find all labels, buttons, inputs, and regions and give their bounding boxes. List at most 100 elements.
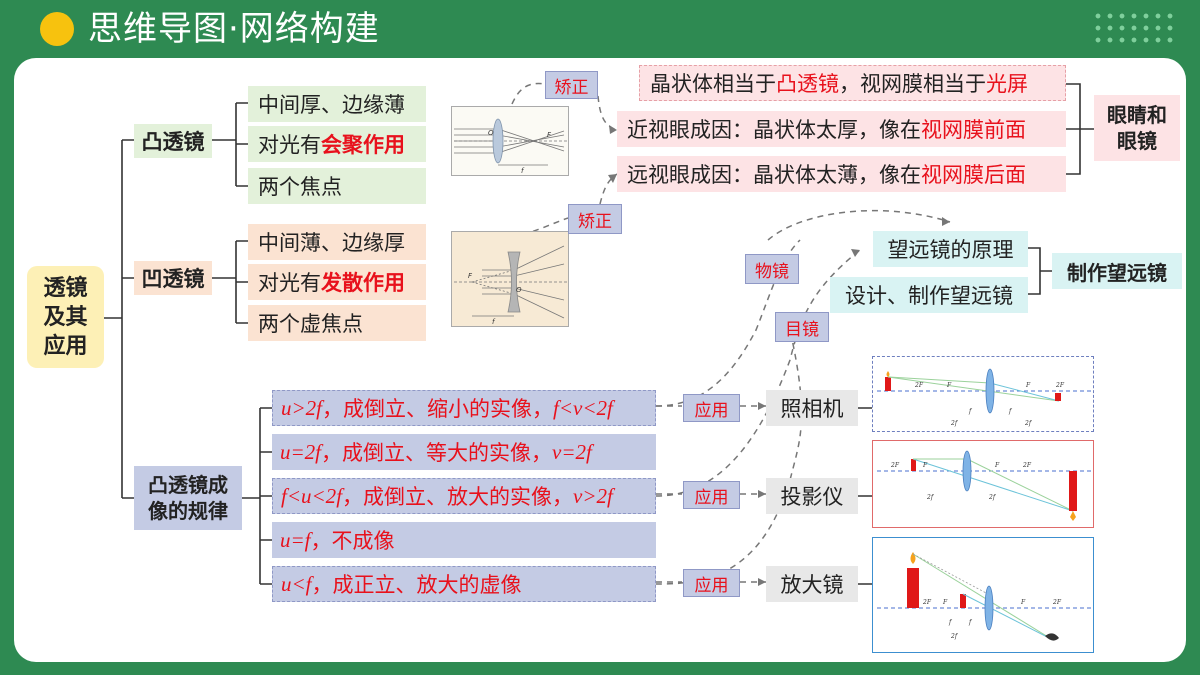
telescope-principle: 望远镜的原理 <box>873 231 1028 267</box>
concave-bracket <box>212 240 248 324</box>
camera-f-dist-2: f <box>1008 408 1013 415</box>
eye-fact-1-a: 晶状体相当于 <box>650 72 776 96</box>
convex-property-3: 两个焦点 <box>248 168 426 204</box>
projector-node: 投影仪 <box>766 478 858 514</box>
application-tag-camera: 应用 <box>683 394 740 422</box>
camera-f-dist-1: f <box>968 408 973 415</box>
application-tag-magnifier-text: 应用 <box>694 575 729 596</box>
magnifier-f-dist-1: f <box>948 619 953 626</box>
projector-2f-right: 2F <box>1022 462 1032 469</box>
camera-f-right: F <box>1025 382 1031 389</box>
application-tag-projector: 应用 <box>683 481 740 509</box>
rules-bracket <box>242 407 272 585</box>
magnifier-f-right: F <box>1020 599 1026 606</box>
convex-lens-label: 凸透镜 <box>141 130 205 154</box>
concave-property-2-prefix: 对光有 <box>258 271 321 295</box>
convex-diagram-f-dist: f <box>521 167 525 175</box>
convex-property-1-text: 中间厚、边缘薄 <box>258 93 405 117</box>
magnifier-node: 放大镜 <box>766 566 858 602</box>
eyepiece-lens-tag-text: 目镜 <box>785 319 819 340</box>
magnifier-f-left: F <box>942 599 948 606</box>
concave-lens-label: 凹透镜 <box>141 267 205 291</box>
camera-2f-dist-2: 2f <box>1024 420 1033 427</box>
projector-2f-dist-2: 2f <box>988 494 997 501</box>
concave-diagram-f: F <box>468 272 473 280</box>
eye-fact-myopia-b: 视网膜前面 <box>921 118 1026 142</box>
camera-ray-diagram: 2F F F 2F f f 2f 2f <box>872 356 1094 432</box>
concave-diagram-o: O <box>516 286 522 294</box>
telescope-node-label: 制作望远镜 <box>1067 260 1167 285</box>
app-to-image-lines <box>858 407 872 585</box>
decorative-dot-grid <box>1092 10 1176 48</box>
correction-tag-hyperopia-text: 矫正 <box>578 211 612 232</box>
application-tag-projector-text: 应用 <box>694 487 729 508</box>
eye-fact-myopia: 近视眼成因：晶状体太厚，像在视网膜前面 <box>617 111 1066 147</box>
root-branch-lines <box>104 139 134 499</box>
magnifier-label: 放大镜 <box>780 573 844 597</box>
projector-label: 投影仪 <box>780 485 844 509</box>
telescope-node: 制作望远镜 <box>1052 253 1182 289</box>
convex-property-2: 对光有会聚作用 <box>248 126 426 162</box>
projector-2f-dist-1: 2f <box>926 494 935 501</box>
root-line-1: 透镜 <box>43 275 88 301</box>
eye-node: 眼睛和 眼镜 <box>1094 95 1180 161</box>
objective-lens-tag-text: 物镜 <box>755 261 789 282</box>
eye-fact-1-d: 光屏 <box>986 72 1028 96</box>
eye-fact-1-b: 凸透镜 <box>776 72 839 96</box>
concave-property-1-text: 中间薄、边缘厚 <box>258 231 405 255</box>
correction-tag-myopia: 矫正 <box>545 71 598 99</box>
root-node: 透镜 及其 应用 <box>27 266 104 368</box>
objective-lens-tag: 物镜 <box>745 254 799 284</box>
magnifier-2f-right: 2F <box>1052 599 1062 606</box>
concave-property-3-text: 两个虚焦点 <box>258 312 363 336</box>
eye-bracket <box>1066 83 1094 175</box>
telescope-design-text: 设计、制作望远镜 <box>845 284 1013 308</box>
projector-f-left: F <box>922 462 928 469</box>
telescope-principle-text: 望远镜的原理 <box>887 238 1014 262</box>
convex-property-2-prefix: 对光有 <box>258 133 321 157</box>
imaging-rules-node: 凸透镜成 像的规律 <box>134 466 242 530</box>
projector-ray-diagram: 2F F F 2F 2f 2f <box>872 440 1094 528</box>
concave-diagram-f-dist: f <box>492 318 496 326</box>
camera-f-left: F <box>946 382 952 389</box>
title-bullet-icon <box>40 12 74 46</box>
concave-property-2: 对光有发散作用 <box>248 264 426 300</box>
concave-property-3: 两个虚焦点 <box>248 305 426 341</box>
magnifier-2f-left: 2F <box>922 599 932 606</box>
telescope-bracket <box>1028 247 1052 295</box>
telescope-design: 设计、制作望远镜 <box>830 277 1028 313</box>
convex-property-1: 中间厚、边缘薄 <box>248 86 426 122</box>
eye-fact-1-c: ，视网膜相当于 <box>839 72 986 96</box>
convex-diagram-o: O <box>488 129 494 137</box>
convex-property-3-text: 两个焦点 <box>258 175 342 199</box>
camera-2f-right: 2F <box>1055 382 1065 389</box>
eye-fact-hyperopia: 远视眼成因：晶状体太薄，像在视网膜后面 <box>617 156 1066 192</box>
convex-lens-node: 凸透镜 <box>134 124 212 158</box>
rule-row-5: u<f，成正立、放大的虚像 <box>272 566 656 602</box>
root-line-3: 应用 <box>43 333 88 359</box>
eye-node-line-2: 眼镜 <box>1117 129 1157 153</box>
eye-node-line-1: 眼睛和 <box>1107 103 1167 127</box>
convex-property-2-highlight: 会聚作用 <box>321 133 405 157</box>
eyepiece-lens-tag: 目镜 <box>775 312 829 342</box>
magnifier-f-dist-2: f <box>968 619 973 626</box>
concave-lens-node: 凹透镜 <box>134 261 212 295</box>
eye-fact-myopia-a: 近视眼成因：晶状体太厚，像在 <box>627 118 921 142</box>
application-tag-camera-text: 应用 <box>694 400 729 421</box>
eye-fact-hyperopia-a: 远视眼成因：晶状体太薄，像在 <box>627 163 921 187</box>
camera-node: 照相机 <box>766 390 858 426</box>
eye-fact-1: 晶状体相当于凸透镜，视网膜相当于光屏 <box>639 65 1066 101</box>
imaging-rules-line-2: 像的规律 <box>148 499 228 523</box>
eye-fact-hyperopia-b: 视网膜后面 <box>921 163 1026 187</box>
correction-tag-hyperopia: 矫正 <box>568 204 622 234</box>
camera-2f-left: 2F <box>914 382 924 389</box>
magnifier-ray-diagram: 2F F F 2F f f 2f <box>872 537 1094 653</box>
projector-2f-left: 2F <box>890 462 900 469</box>
concave-property-2-highlight: 发散作用 <box>321 271 405 295</box>
application-tag-magnifier: 应用 <box>683 569 740 597</box>
magnifier-2f-dist: 2f <box>950 633 959 640</box>
rule-row-4: u=f，不成像 <box>272 522 656 558</box>
